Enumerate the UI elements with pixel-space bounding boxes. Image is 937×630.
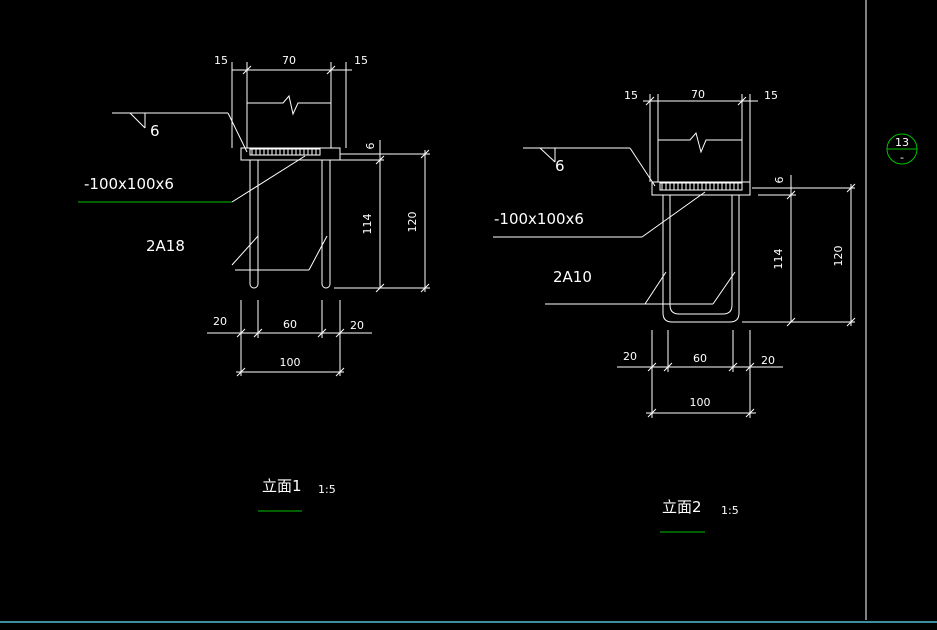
break-line-1 — [247, 94, 331, 116]
dim-right-top-1: 6 — [364, 143, 377, 150]
dim-top-left-2: 15 — [624, 89, 638, 102]
dim-right-top-2: 6 — [773, 177, 786, 184]
dim-top-left-1: 15 — [214, 54, 228, 67]
rebar-spec-1: 2A18 — [146, 237, 185, 255]
right-dimension-2: 6 114 120 — [742, 175, 856, 327]
right-dimension-1: 6 114 120 — [334, 140, 430, 293]
weld-leader-1: 6 — [112, 112, 248, 153]
dim-top-right-1: 15 — [354, 54, 368, 67]
callout-number: 13 — [895, 136, 909, 149]
dim-total-2: 100 — [690, 396, 711, 409]
dim-bottom-mid-1: 60 — [283, 318, 297, 331]
view-title-2: 立面2 — [662, 498, 702, 516]
dim-bottom-mid-2: 60 — [693, 352, 707, 365]
callout-sub: - — [900, 151, 904, 164]
steel-plate-1 — [240, 147, 341, 161]
rebar-1 — [249, 160, 331, 289]
rebar-2 — [662, 195, 740, 323]
steel-plate-2 — [651, 181, 751, 196]
plate-leader-2: -100x100x6 — [493, 191, 706, 238]
bottom-dimension-1: 20 60 20 100 — [207, 300, 372, 377]
dim-bottom-left-1: 20 — [213, 315, 227, 328]
dim-right-mid-1: 114 — [361, 214, 374, 235]
view-scale-2: 1:5 — [721, 504, 739, 517]
dim-total-1: 100 — [280, 356, 301, 369]
plate-spec-2: -100x100x6 — [494, 210, 584, 228]
weld-leader-2: 6 — [523, 147, 656, 187]
rebar-leader-2: 2A10 — [545, 268, 736, 305]
dim-bottom-left-2: 20 — [623, 350, 637, 363]
dim-bottom-right-2: 20 — [761, 354, 775, 367]
view-scale-1: 1:5 — [318, 483, 336, 496]
elevation-view-2: 15 70 15 6 114 120 — [493, 88, 856, 533]
dim-top-mid-1: 70 — [282, 54, 296, 67]
detail-callout: 13 - — [886, 133, 918, 165]
rebar-leader-1: 2A18 — [146, 235, 328, 271]
weld-size-2: 6 — [555, 157, 565, 175]
dim-right-total-2: 120 — [832, 246, 845, 267]
plate-leader-1: -100x100x6 — [78, 155, 306, 203]
top-dimension-2: 15 70 15 — [624, 88, 778, 182]
dim-right-total-1: 120 — [406, 212, 419, 233]
bottom-dimension-2: 20 60 20 100 — [617, 330, 783, 418]
top-dimension-1: 15 70 15 — [214, 54, 368, 148]
plate-spec-1: -100x100x6 — [84, 175, 174, 193]
dim-right-mid-2: 114 — [772, 249, 785, 270]
dim-top-mid-2: 70 — [691, 88, 705, 101]
weld-size-1: 6 — [150, 122, 160, 140]
rebar-spec-2: 2A10 — [553, 268, 592, 286]
dim-bottom-right-1: 20 — [350, 319, 364, 332]
break-line-2 — [658, 131, 742, 154]
dim-top-right-2: 15 — [764, 89, 778, 102]
view-title-1: 立面1 — [262, 477, 302, 495]
elevation-view-1: 15 70 15 6 114 12 — [78, 54, 430, 512]
